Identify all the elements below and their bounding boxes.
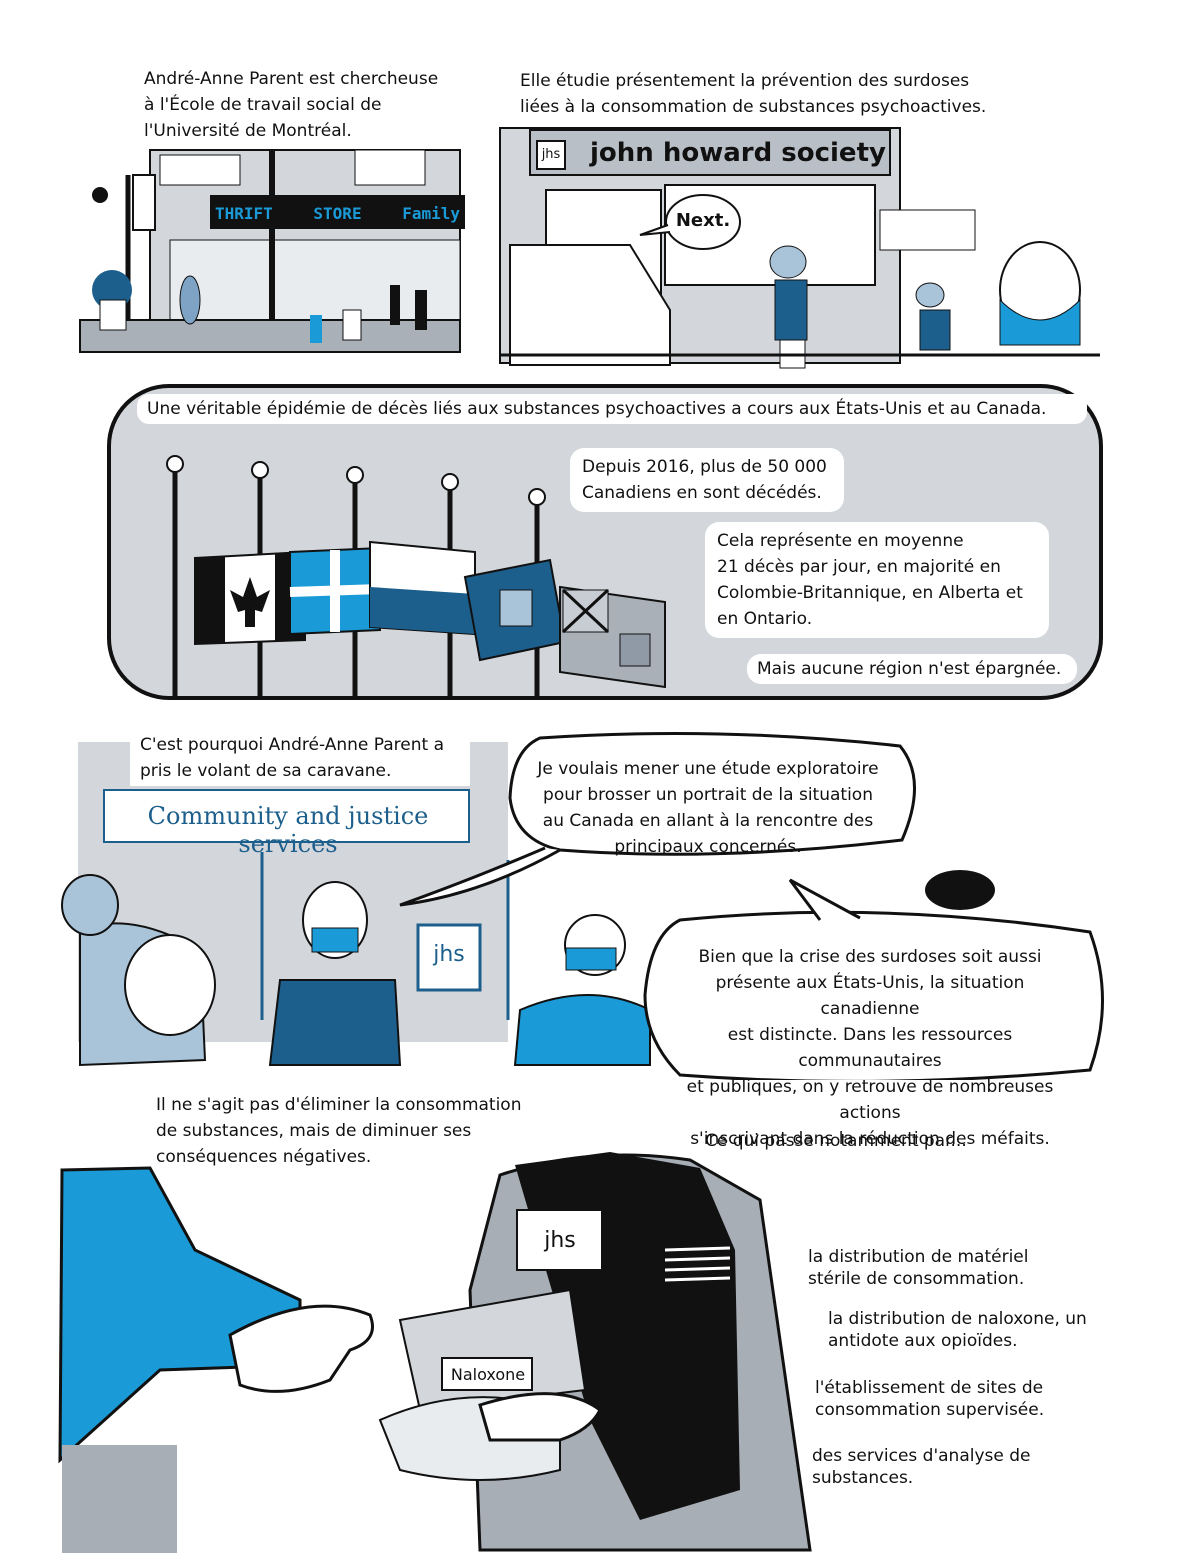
speech-next: Next. bbox=[675, 210, 731, 231]
caption-epidemic: Une véritable épidémie de décès liés aux… bbox=[137, 394, 1087, 424]
box-daily-deaths: Cela représente en moyenne 21 décès par … bbox=[705, 522, 1049, 638]
panel-thrift-store-art bbox=[79, 149, 465, 353]
panel-caravan: C'est pourquoi André-Anne Parent a pris … bbox=[0, 720, 1200, 1149]
box-deaths-since-2016: Depuis 2016, plus de 50 000 Canadiens en… bbox=[570, 448, 844, 512]
store-sign-family: Family bbox=[402, 203, 460, 223]
panel-thrift-store: André-Anne Parent est chercheuse à l'Éco… bbox=[0, 0, 480, 360]
store-sign-thrift: THRIFT bbox=[215, 203, 273, 223]
naloxone-label: Naloxone bbox=[450, 1365, 526, 1384]
caption-intro: André-Anne Parent est chercheuse à l'Éco… bbox=[144, 69, 439, 141]
list-item-sterile-material: la distribution de matériel stérile de c… bbox=[808, 1247, 1029, 1289]
jhs-sign-logo: jhs bbox=[536, 140, 566, 170]
box-no-region-spared: Mais aucune région n'est épargnée. bbox=[747, 654, 1077, 684]
caption-caravan: C'est pourquoi André-Anne Parent a pris … bbox=[130, 730, 470, 786]
jhs-window-logo: jhs bbox=[433, 942, 465, 967]
store-sign: THRIFT STORE Family bbox=[215, 200, 460, 226]
store-sign-store: STORE bbox=[313, 203, 362, 223]
caption-reduce-consequences: Il ne s'agit pas d'éliminer la consommat… bbox=[156, 1095, 522, 1167]
community-sign: Community and justice services bbox=[147, 802, 429, 858]
list-item-drug-checking: des services d'analyse de substances. bbox=[812, 1446, 1031, 1488]
panel-caravan-art bbox=[61, 732, 1104, 1080]
list-item-naloxone: la distribution de naloxone, un antidote… bbox=[828, 1309, 1087, 1351]
speech-exploratory-study: Je voulais mener une étude exploratoire … bbox=[537, 759, 879, 857]
panel-flags: Une véritable épidémie de décès liés aux… bbox=[105, 382, 1105, 702]
panel-harm-reduction: Il ne s'agit pas d'éliminer la consommat… bbox=[0, 1090, 1200, 1553]
panel-john-howard-art bbox=[499, 127, 1100, 369]
vest-jhs-logo: jhs bbox=[544, 1228, 576, 1253]
caption-study: Elle étudie présentement la prévention d… bbox=[520, 71, 987, 117]
panel-harm-reduction-art bbox=[58, 1152, 812, 1553]
caption-which-includes: Ce qui passe notamment par... bbox=[705, 1131, 967, 1151]
jhs-sign-text: john howard society bbox=[590, 138, 886, 168]
speech-canadian-situation: Bien que la crise des surdoses soit auss… bbox=[686, 947, 1054, 1149]
panel-john-howard: Elle étudie présentement la prévention d… bbox=[480, 0, 1200, 370]
list-item-supervised-sites: l'établissement de sites de consommation… bbox=[815, 1378, 1045, 1420]
